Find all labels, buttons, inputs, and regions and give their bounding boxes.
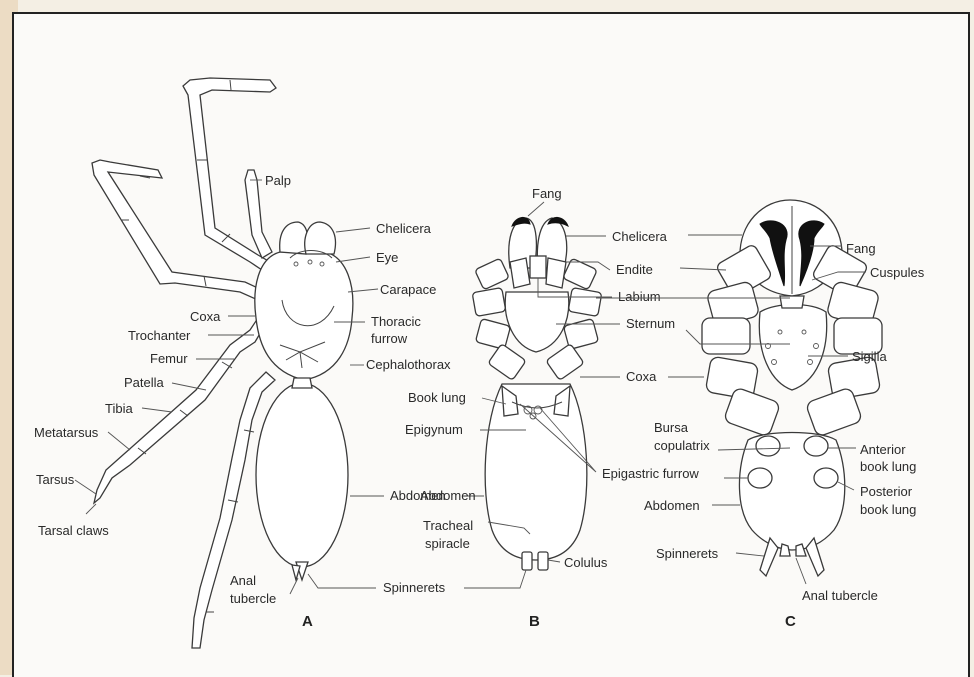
label-posterior-1: Posterior	[860, 484, 913, 499]
label-colulus: Colulus	[564, 555, 608, 570]
label-thoracic-1: Thoracic	[371, 314, 421, 329]
panel-letter-a: A	[302, 613, 313, 630]
anterior-book-lung-right	[804, 436, 828, 456]
label-spinnerets-a: Spinnerets	[383, 580, 446, 595]
coxa-b-l4	[488, 344, 526, 381]
label-anal-1: Anal	[230, 573, 256, 588]
label-fang-c: Fang	[846, 241, 876, 256]
label-posterior-2: book lung	[860, 502, 916, 517]
label-tibia: Tibia	[105, 401, 133, 416]
chelicera-a-right	[305, 222, 336, 254]
label-tarsal-claws: Tarsal claws	[38, 523, 109, 538]
carapace-a	[255, 252, 353, 380]
coxa-b-l1	[475, 258, 510, 290]
label-abdomen-b: Abdomen	[420, 488, 476, 503]
label-tarsus: Tarsus	[36, 472, 75, 487]
label-anal-tubercle-c: Anal tubercle	[802, 588, 878, 603]
abdomen-b	[485, 384, 587, 560]
label-sternum: Sternum	[626, 316, 675, 331]
label-anal-2: tubercle	[230, 591, 276, 606]
anterior-book-lung-left	[756, 436, 780, 456]
label-cephalothorax: Cephalothorax	[366, 357, 451, 372]
label-chelicera-b: Chelicera	[612, 229, 668, 244]
label-spinnerets-c: Spinnerets	[656, 546, 719, 561]
leg-a-upper-1	[92, 160, 262, 300]
spinneret-b-right	[538, 552, 548, 570]
panel-a-labels: Palp Chelicera Eye Carapace Coxa Thoraci…	[34, 173, 451, 630]
label-coxa-b: Coxa	[626, 369, 657, 384]
panel-b-drawing	[472, 217, 602, 570]
label-eye: Eye	[376, 250, 398, 265]
posterior-book-lung-right	[814, 468, 838, 488]
coxa-b-l3	[475, 319, 510, 350]
labium-b	[530, 256, 546, 278]
coxa-b-l2	[472, 288, 506, 317]
label-coxa: Coxa	[190, 309, 221, 324]
panel-a-drawing	[92, 78, 353, 648]
spinneret-b-left	[522, 552, 532, 570]
label-bursa-2: copulatrix	[654, 438, 710, 453]
label-tracheal-2: spiracle	[425, 536, 470, 551]
label-abdomen-c: Abdomen	[644, 498, 700, 513]
sternum-c	[759, 305, 826, 391]
label-anterior-2: book lung	[860, 459, 916, 474]
coxa-b-r2	[568, 288, 602, 317]
label-book-lung: Book lung	[408, 390, 466, 405]
label-thoracic-2: furrow	[371, 331, 408, 346]
label-bursa-1: Bursa	[654, 420, 689, 435]
label-carapace: Carapace	[380, 282, 436, 297]
label-endite: Endite	[616, 262, 653, 277]
abdomen-a	[256, 383, 348, 567]
endite-b-right	[546, 258, 566, 288]
label-fang-b: Fang	[532, 186, 562, 201]
coxa-b-r1	[563, 258, 598, 290]
chelicera-a-left	[280, 222, 308, 254]
pedicel-a	[292, 378, 312, 388]
label-palp: Palp	[265, 173, 291, 188]
label-femur: Femur	[150, 351, 188, 366]
coxa-c-l3	[702, 318, 750, 354]
label-epigynum: Epigynum	[405, 422, 463, 437]
label-patella: Patella	[124, 375, 165, 390]
label-cuspules: Cuspules	[870, 265, 925, 280]
label-labium: Labium	[618, 289, 661, 304]
label-chelicera: Chelicera	[376, 221, 432, 236]
panel-letter-c: C	[785, 613, 796, 630]
label-sigilla: Sigilla	[852, 349, 887, 364]
label-metatarsus: Metatarsus	[34, 425, 99, 440]
panel-c-drawing	[702, 200, 882, 576]
endite-b-left	[510, 258, 530, 288]
abdomen-c	[739, 433, 844, 551]
label-epigastric-furrow: Epigastric furrow	[602, 466, 699, 481]
posterior-book-lung-left	[748, 468, 772, 488]
label-tracheal-1: Tracheal	[423, 518, 473, 533]
label-trochanter: Trochanter	[128, 328, 191, 343]
label-anterior-1: Anterior	[860, 442, 906, 457]
coxa-b-r4	[546, 344, 584, 381]
sternum-b	[505, 292, 569, 352]
panel-letter-b: B	[529, 613, 540, 630]
